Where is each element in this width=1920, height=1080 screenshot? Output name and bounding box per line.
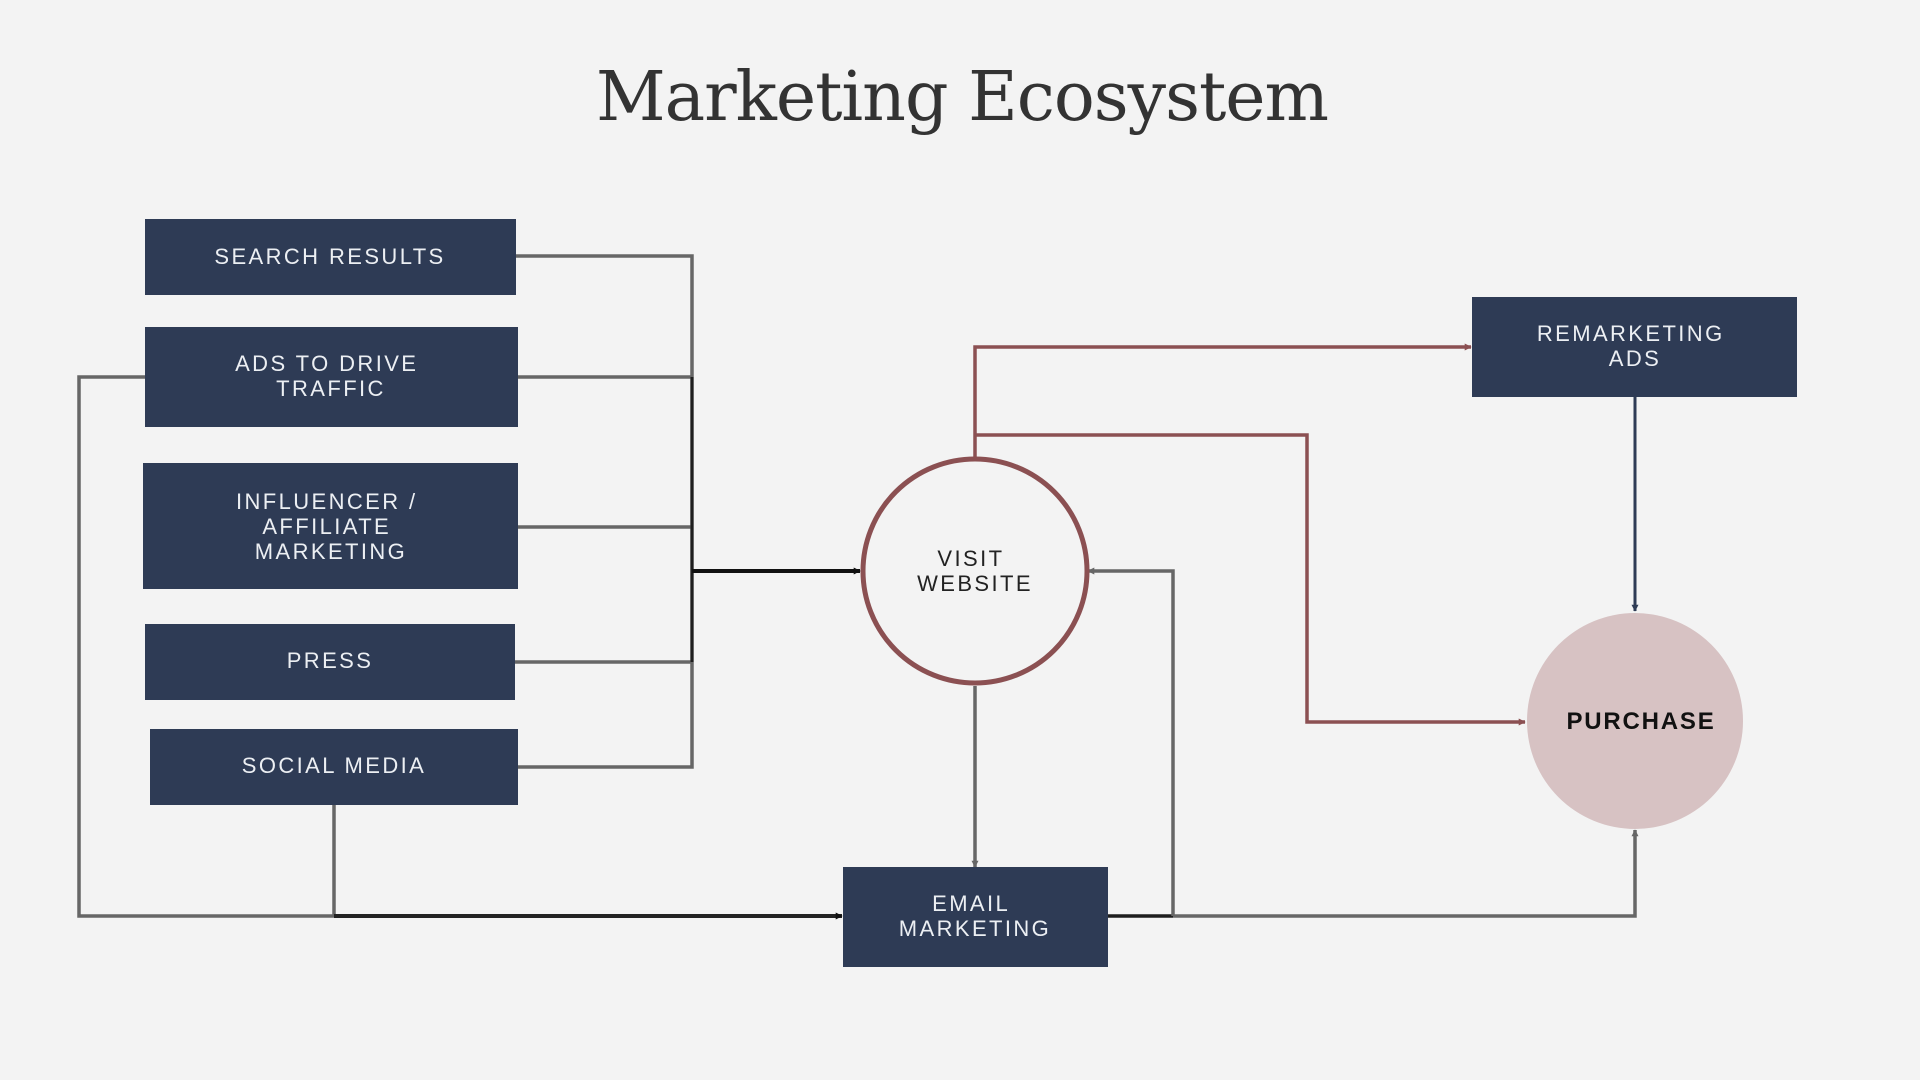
node-label-line: MARKETING: [255, 539, 407, 564]
svg-text:INFLUENCER / AFFILIATE: INFLUENCER / AFFILIATE MARKETING: [236, 489, 426, 564]
node-label-line: TRAFFIC: [276, 376, 386, 401]
node-email-marketing: EMAIL MARKETING: [843, 867, 1108, 967]
node-label-line: REMARKETING: [1537, 321, 1725, 346]
svg-text:SEARCH RESULTS: SEARCH RESULTS: [214, 244, 445, 269]
node-label-line: WEBSITE: [917, 571, 1033, 596]
svg-text:EMAIL MARKETING: EMAIL MARKETING: [899, 891, 1051, 941]
node-label-line: VISIT: [937, 546, 1004, 571]
node-press: PRESS: [145, 624, 515, 700]
node-label-line: MARKETING: [899, 916, 1051, 941]
node-label-line: AFFILIATE: [262, 514, 391, 539]
svg-text:ADS TO DRIVE TRAFFIC: ADS TO DRIVE TRAFFIC: [235, 351, 427, 401]
svg-text:REMARKETING ADS: REMARKETING ADS: [1537, 321, 1733, 371]
node-label-line: SOCIAL MEDIA: [242, 753, 426, 778]
node-label-line: ADS: [1609, 346, 1661, 371]
arrow-visit-to-purchase: [975, 433, 1526, 726]
connector-search-results: [516, 254, 694, 571]
node-purchase: PURCHASE: [1527, 613, 1743, 829]
svg-text:PURCHASE: PURCHASE: [1566, 708, 1715, 735]
connector-social-media: [518, 571, 694, 769]
arrow-email-to-purchase: [1173, 829, 1639, 918]
arrow-visit-to-remarketing: [973, 343, 1472, 458]
node-label-line: EMAIL: [932, 891, 1009, 916]
connectors: [77, 254, 1639, 920]
node-label-line: PRESS: [287, 648, 374, 673]
svg-text:VISIT WEBSITE: VISIT WEBSITE: [917, 546, 1033, 596]
node-ads-to-drive-traffic: ADS TO DRIVE TRAFFIC: [145, 327, 518, 427]
node-label-line: INFLUENCER /: [236, 489, 418, 514]
node-visit-website: VISIT WEBSITE: [860, 456, 1090, 686]
page-title: Marketing Ecosystem: [596, 58, 1328, 137]
node-label-line: ADS TO DRIVE: [235, 351, 418, 376]
connector-ads-loop-to-email: [77, 375, 334, 918]
svg-text:SOCIAL MEDIA: SOCIAL MEDIA: [242, 753, 426, 778]
node-search-results: SEARCH RESULTS: [145, 219, 516, 295]
node-influencer-affiliate-marketing: INFLUENCER / AFFILIATE MARKETING: [143, 463, 518, 589]
node-remarketing-ads: REMARKETING ADS: [1472, 297, 1797, 397]
node-social-media: SOCIAL MEDIA: [150, 729, 518, 805]
svg-text:PRESS: PRESS: [287, 648, 374, 673]
node-label-line: PURCHASE: [1566, 708, 1715, 735]
node-label-line: SEARCH RESULTS: [214, 244, 445, 269]
arrow-email-to-visit: [1087, 567, 1175, 916]
